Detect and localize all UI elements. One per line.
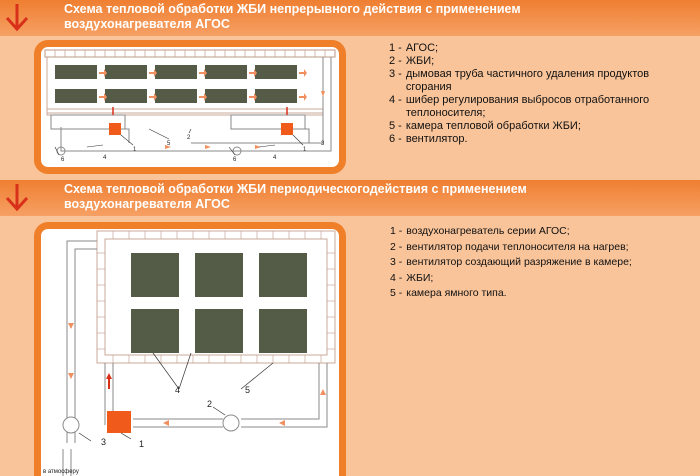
legend-num: 5 - (389, 120, 402, 132)
zhbi-blocks (55, 65, 297, 103)
legend-text: дымовая труба частичного удаления продук… (405, 68, 650, 93)
legend-text: камера ямного типа. (406, 287, 507, 299)
label-1: 1 (139, 439, 144, 449)
legend-num: 3 - (389, 68, 402, 80)
section1-diagram-panel: 1 1 2 3 4 4 5 6 6 (34, 40, 346, 174)
legend-num: 2 - (389, 55, 402, 67)
legend-item: 3 -вентилятор создающий разряжение в кам… (390, 255, 696, 271)
legend-item: 6 -вентилятор. (389, 133, 695, 146)
section2-diagram-panel: 1 2 3 4 5 в атмосферу (34, 222, 346, 476)
legend-item: 3 -дымовая труба частичного удаления про… (389, 68, 695, 94)
legend-num: 3 - (390, 256, 403, 268)
label-6: 6 (233, 157, 237, 163)
label-5: 5 (167, 141, 171, 147)
label-2: 2 (187, 135, 191, 141)
label-4: 4 (273, 155, 277, 161)
agos-heater (109, 123, 121, 135)
agos-heater (107, 411, 131, 433)
label-4: 4 (175, 385, 180, 395)
legend-item: 5 -камера тепловой обработки ЖБИ; (389, 120, 695, 133)
down-arrow-icon (5, 4, 29, 32)
section2-header: Схема тепловой обработки ЖБИ периодическ… (0, 180, 700, 216)
legend-text: вентилятор. (405, 133, 468, 145)
label-4: 4 (103, 155, 107, 161)
label-3: 3 (321, 141, 325, 147)
legend-text: шибер регулирования выбросов отработанно… (405, 94, 650, 119)
atmosphere-label: в атмосферу (43, 469, 79, 475)
legend-item: 5 -камера ямного типа. (390, 286, 696, 302)
legend-item: 1 -воздухонагреватель серии АГОС; (390, 224, 696, 240)
section1-title-line1: Схема тепловой обработки ЖБИ непрерывног… (64, 2, 521, 16)
section2-legend: 1 -воздухонагреватель серии АГОС; 2 -вен… (390, 224, 696, 302)
section2-title-line2: воздухонагревателя АГОС (64, 197, 230, 211)
section2-title: Схема тепловой обработки ЖБИ периодическ… (64, 182, 664, 212)
legend-num: 4 - (389, 94, 402, 106)
legend-text: вентилятор подачи теплоносителя на нагре… (406, 240, 629, 253)
legend-text: вентилятор создающий разряжение в камере… (406, 256, 632, 268)
legend-item: 4 -шибер регулирования выбросов отработа… (389, 94, 695, 120)
legend-num: 1 - (389, 42, 402, 54)
legend-num: 1 - (390, 225, 403, 237)
legend-text: воздухонагреватель серии АГОС; (406, 225, 570, 237)
legend-num: 4 - (390, 271, 403, 284)
legend-item: 2 -вентилятор подачи теплоносителя на на… (390, 240, 696, 256)
label-1: 1 (303, 147, 307, 153)
legend-text: АГОС; (405, 42, 439, 54)
legend-text: ЖБИ; (406, 271, 434, 284)
legend-num: 5 - (390, 287, 403, 299)
legend-item: 2 -ЖБИ; (389, 55, 695, 68)
continuous-kiln-diagram: 1 1 2 3 4 4 5 6 6 (44, 49, 336, 163)
legend-item: 1 -АГОС; (389, 42, 695, 55)
section1-title: Схема тепловой обработки ЖБИ непрерывног… (64, 2, 664, 32)
legend-text: ЖБИ; (405, 55, 435, 67)
label-1: 1 (133, 147, 137, 153)
legend-num: 2 - (390, 240, 403, 253)
label-3: 3 (101, 437, 106, 447)
legend-text: камера тепловой обработки ЖБИ; (405, 120, 581, 132)
section1-header: Схема тепловой обработки ЖБИ непрерывног… (0, 0, 700, 36)
legend-item: 4 -ЖБИ; (390, 271, 696, 287)
pit-chamber-diagram: 1 2 3 4 5 в атмосферу (43, 230, 336, 476)
agos-heater (281, 123, 293, 135)
label-5: 5 (245, 385, 250, 395)
legend-num: 6 - (389, 133, 402, 145)
label-6: 6 (61, 157, 65, 163)
label-2: 2 (207, 399, 212, 409)
section1-legend: 1 -АГОС; 2 -ЖБИ; 3 -дымовая труба частич… (389, 42, 695, 146)
zhbi-blocks (131, 253, 307, 353)
section1-title-line2: воздухонагревателя АГОС (64, 17, 230, 31)
section2-title-line1: Схема тепловой обработки ЖБИ периодическ… (64, 182, 527, 196)
down-arrow-icon (5, 184, 29, 212)
